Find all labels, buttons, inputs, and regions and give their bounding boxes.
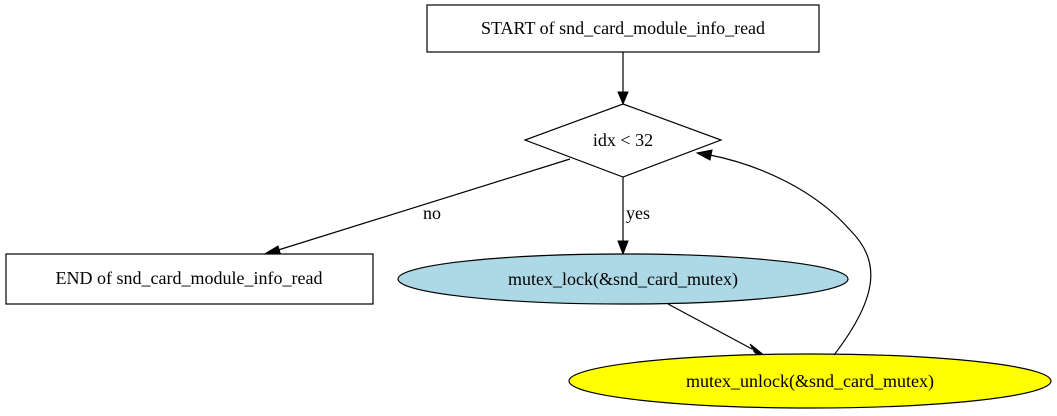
condition-node: idx < 32 — [523, 103, 723, 178]
mutex-unlock-label: mutex_unlock(&snd_card_mutex) — [686, 371, 934, 392]
condition-node-label: idx < 32 — [593, 130, 653, 150]
edge-yes-label: yes — [626, 203, 650, 223]
edge-unlock-to-condition — [695, 149, 872, 356]
end-node: END of snd_card_module_info_read — [5, 253, 374, 305]
mutex-lock-label: mutex_lock(&snd_card_mutex) — [508, 269, 738, 290]
mutex-lock-node: mutex_lock(&snd_card_mutex) — [397, 253, 849, 305]
start-node: START of snd_card_module_info_read — [426, 4, 820, 53]
mutex-unlock-node: mutex_unlock(&snd_card_mutex) — [568, 353, 1052, 409]
edge-no-label: no — [423, 203, 441, 223]
end-node-label: END of snd_card_module_info_read — [56, 268, 323, 288]
start-node-label: START of snd_card_module_info_read — [481, 18, 765, 38]
edge-start-to-condition — [617, 52, 629, 106]
edge-condition-to-lock: yes — [617, 177, 650, 256]
edge-condition-to-end: no — [261, 158, 571, 257]
edge-lock-to-unlock — [667, 303, 766, 357]
